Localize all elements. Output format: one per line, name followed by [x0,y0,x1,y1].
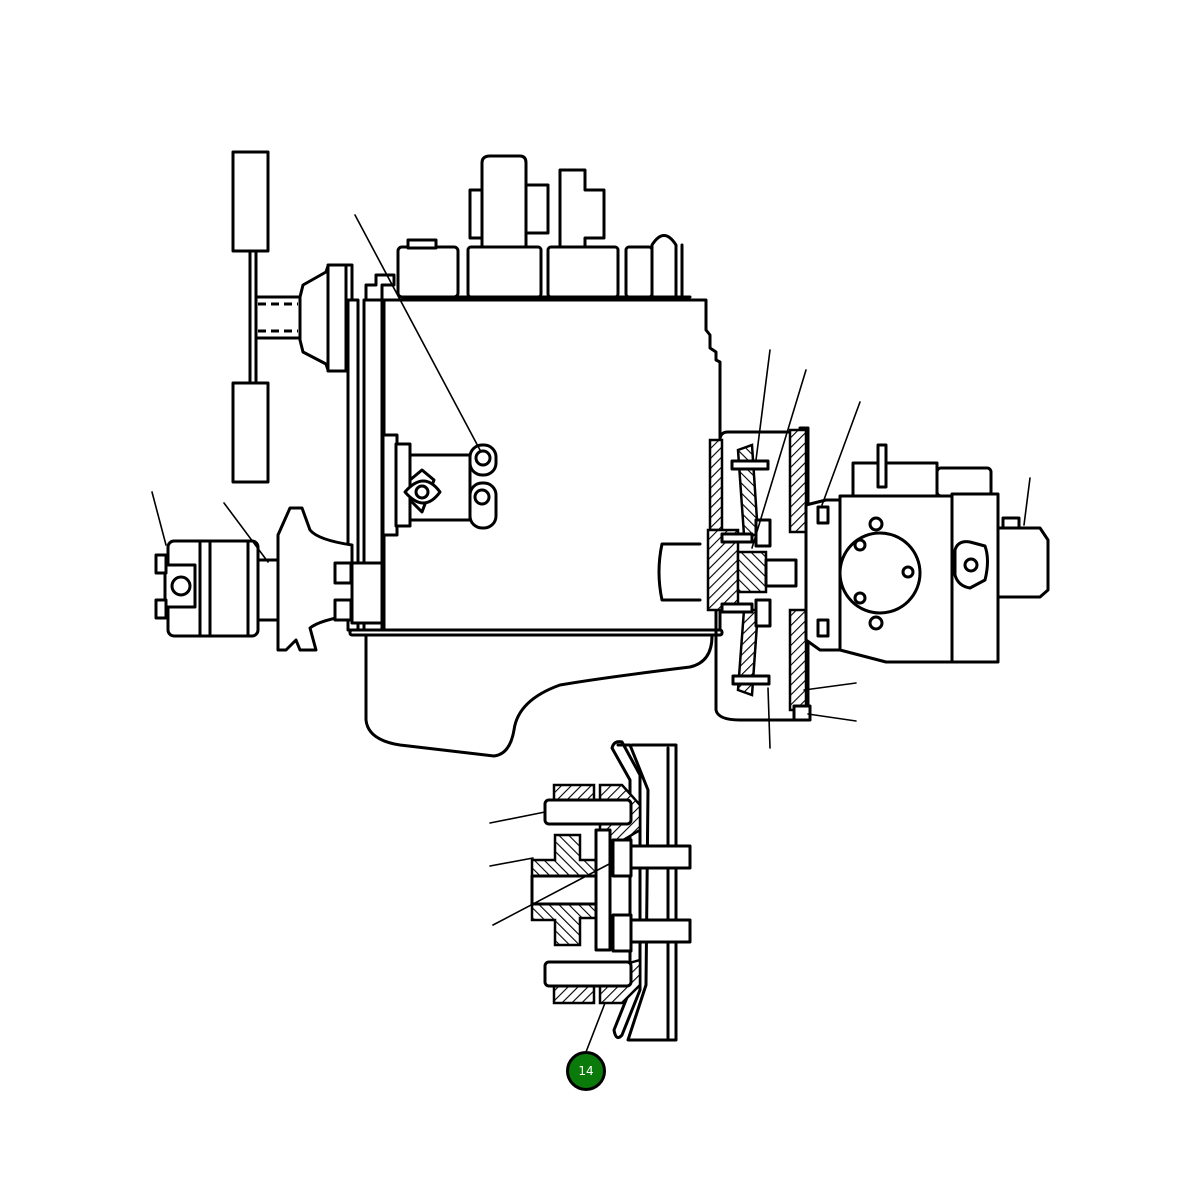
callout-14[interactable]: 14 [566,1051,606,1091]
rear-pump [804,443,1050,664]
front-pump [154,506,384,652]
detail-section-view [530,740,692,1042]
flywheel-coupling [657,426,812,722]
accessory-bracket [381,433,498,537]
fan-assembly [231,150,354,484]
leader-lines [151,214,1031,1053]
